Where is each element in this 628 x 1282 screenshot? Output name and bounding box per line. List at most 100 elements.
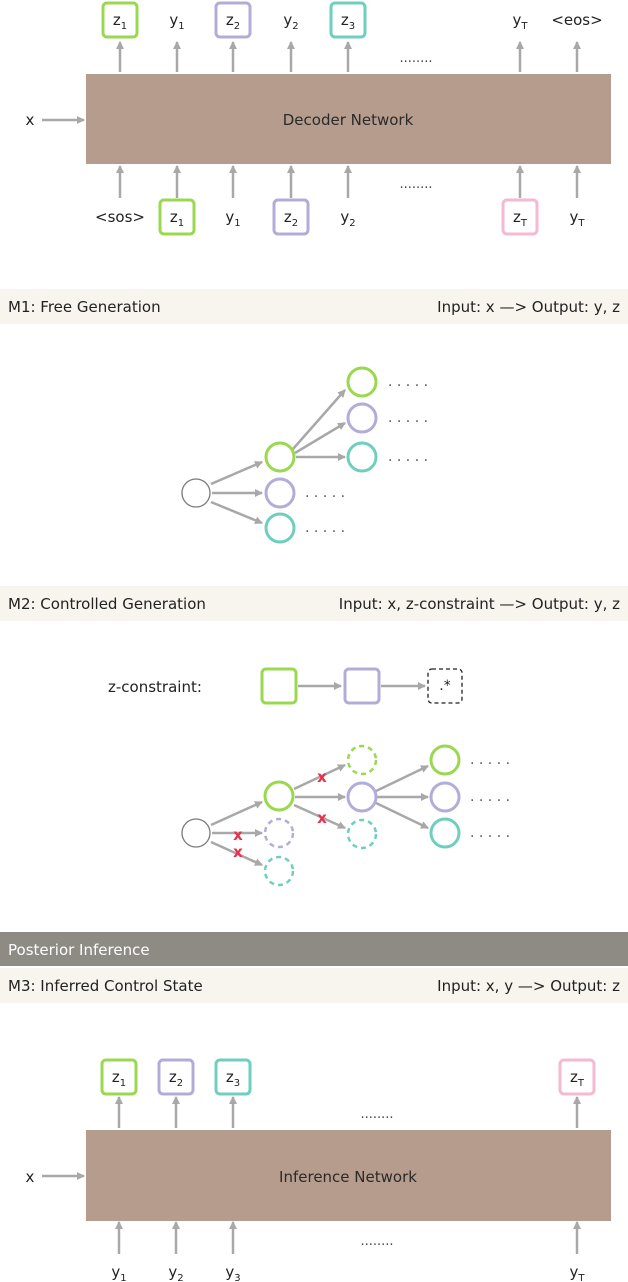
token-box-purple (214, 1, 252, 39)
m2-banner: M2: Controlled Generation Input: x, z-co… (0, 586, 628, 621)
token-box-green (100, 1058, 138, 1096)
tree-ellipsis: . . . . . (470, 825, 510, 841)
constraint-wildcard-text: .* (439, 678, 450, 694)
tree-ellipsis: . . . . . (305, 485, 345, 501)
tree-edge (210, 800, 263, 827)
m1-io: Input: x —> Output: y, z (437, 298, 620, 316)
inference-input-token: yT (570, 1263, 586, 1282)
inference-output-token: zT (570, 1068, 585, 1089)
constraint-box-wildcard (427, 668, 463, 704)
cross-mark: x (317, 768, 327, 786)
decoder-bottom-ellipsis: ........ (399, 177, 432, 192)
m3-banner-bg (0, 968, 628, 1003)
z-constraint-label: z-constraint: (108, 678, 202, 696)
token-box-pink (558, 1058, 596, 1096)
inference-section: Inference Network x z1 z2 z3 zT y1 y2 y3 yT ..… (26, 1058, 611, 1282)
inference-input-token: y3 (225, 1263, 240, 1282)
tree-ellipsis: . . . . . (470, 752, 510, 768)
node-purple (346, 402, 378, 434)
cross-mark: x (233, 843, 243, 861)
m1-banner: M1: Free Generation Input: x —> Output: … (0, 289, 628, 324)
tree-edge (294, 421, 346, 455)
token-box-teal (329, 1, 367, 39)
token-box-teal (214, 1058, 252, 1096)
decoder-network-box (86, 74, 611, 164)
inference-inputs: y1 y2 y3 yT (111, 1221, 586, 1282)
tree-edge-pruned (293, 763, 346, 791)
decoder-input-token: y2 (340, 208, 355, 229)
decoder-output-token: z3 (341, 11, 355, 32)
constraint-box-green (260, 667, 298, 705)
m2-title: M2: Controlled Generation (8, 595, 206, 613)
tree-ellipsis: . . . . . (388, 449, 428, 465)
tree-edge-pruned (210, 840, 263, 867)
m3-io: Input: x, y —> Output: z (437, 977, 620, 995)
m2-tree: x x x x . . . . . . . . . . . . . . . (181, 744, 510, 887)
m1-tree: . . . . . . . . . . . . . . . . . . . . … (181, 366, 428, 544)
node-green (429, 744, 461, 776)
inference-bottom-ellipsis: ........ (360, 1234, 393, 1249)
tree-ellipsis: . . . . . (388, 374, 428, 390)
node-teal (429, 817, 461, 849)
tree-edge (292, 389, 346, 450)
inference-network-label: Inference Network (279, 1168, 417, 1186)
inference-top-ellipsis: ........ (360, 1107, 393, 1122)
decoder-input-token: zT (513, 208, 528, 229)
tree-ellipsis: . . . . . (305, 520, 345, 536)
tree-ellipsis: . . . . . (388, 410, 428, 426)
node-green (263, 780, 295, 812)
posterior-header-bg (0, 932, 628, 966)
node-purple-pruned (263, 817, 295, 849)
tree-edge (210, 460, 263, 486)
tree-edge (375, 764, 429, 793)
node-teal (346, 441, 378, 473)
m1-title: M1: Free Generation (8, 298, 161, 316)
decoder-input-x: x (26, 111, 35, 129)
constraint-box-purple (343, 667, 381, 705)
node-purple (346, 781, 378, 813)
token-box-green (101, 1, 139, 39)
m1-banner-bg (0, 289, 628, 324)
posterior-header: Posterior Inference (0, 932, 628, 966)
inference-output-token: z1 (112, 1068, 126, 1089)
node-teal-pruned (263, 855, 295, 887)
tree-edge (375, 801, 429, 830)
decoder-top-ellipsis: ........ (399, 51, 432, 66)
posterior-header-title: Posterior Inference (8, 941, 150, 959)
node-purple (264, 477, 296, 509)
node-green (264, 441, 296, 473)
node-green (346, 366, 378, 398)
inference-input-token: y1 (111, 1263, 126, 1282)
node-teal (264, 512, 296, 544)
decoder-input-token: z2 (284, 208, 298, 229)
root-node (181, 818, 211, 848)
inference-outputs: z1 z2 z3 zT (100, 1058, 596, 1128)
node-purple (429, 781, 461, 813)
inference-output-token: z3 (226, 1068, 240, 1089)
tree-edge-pruned (293, 803, 346, 830)
decoder-output-token: yT (513, 11, 529, 32)
m3-title: M3: Inferred Control State (8, 977, 203, 995)
decoder-output-token: <eos> (551, 11, 602, 29)
inference-output-token: z2 (169, 1068, 183, 1089)
decoder-output-token: y1 (169, 11, 184, 32)
m2-banner-bg (0, 586, 628, 621)
token-box-pink (501, 198, 539, 236)
cross-mark: x (233, 826, 243, 844)
node-green-pruned (346, 744, 378, 776)
inference-input-x: x (26, 1168, 35, 1186)
token-box-green (158, 198, 196, 236)
decoder-input-token: <sos> (95, 208, 145, 226)
inference-input-token: y2 (168, 1263, 183, 1282)
m3-banner: M3: Inferred Control State Input: x, y —… (0, 968, 628, 1003)
decoder-output-token: z1 (113, 11, 127, 32)
root-node (181, 478, 211, 508)
decoder-input-token: y1 (225, 208, 240, 229)
decoder-input-token: yT (570, 208, 586, 229)
token-box-purple (272, 198, 310, 236)
tree-ellipsis: . . . . . (470, 789, 510, 805)
